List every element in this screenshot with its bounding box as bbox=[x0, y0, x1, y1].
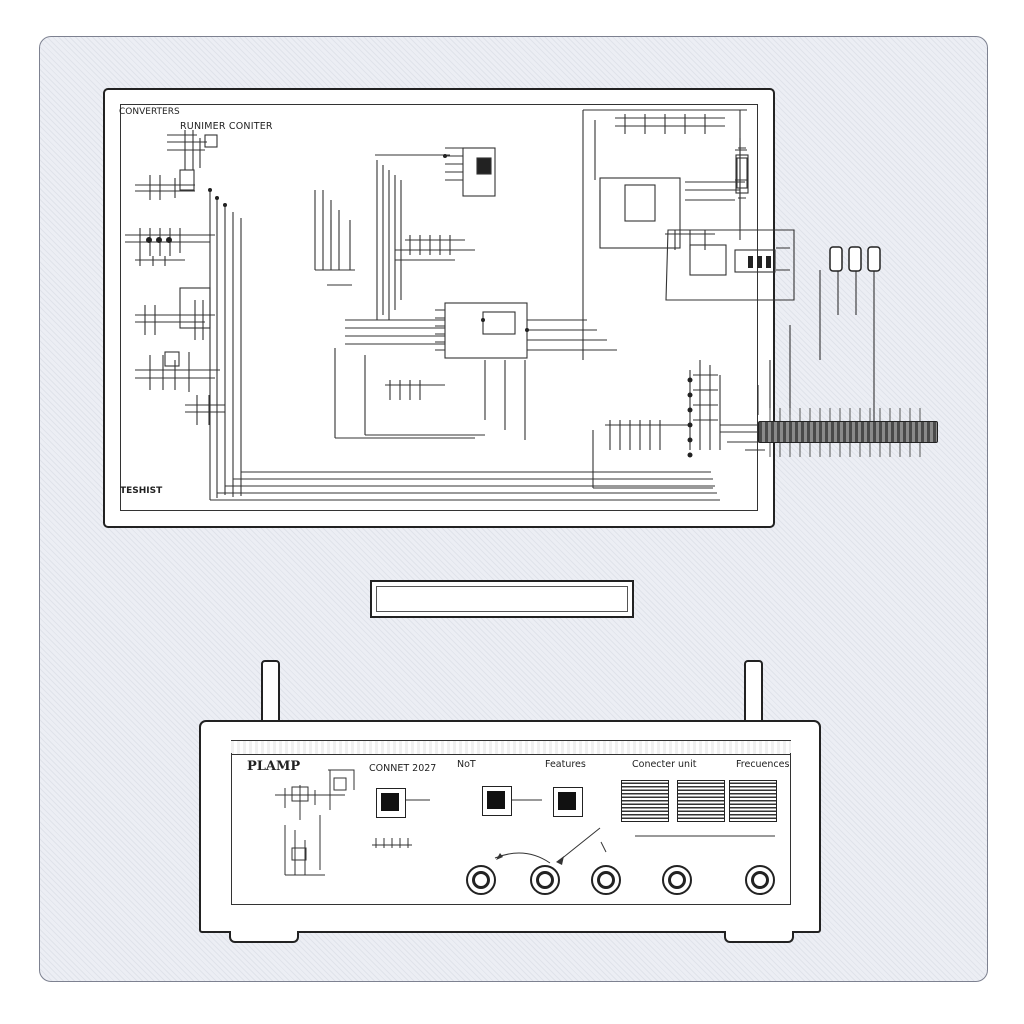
indicator-screen-b bbox=[482, 786, 512, 816]
control-knob-2[interactable] bbox=[530, 865, 560, 895]
vent-grille-2 bbox=[677, 780, 725, 822]
device-front-panel bbox=[231, 753, 791, 905]
left-component-block-1 bbox=[135, 130, 218, 200]
fuse-array bbox=[829, 246, 881, 272]
vent-grille-1 bbox=[621, 780, 669, 822]
schematic-wiring bbox=[125, 109, 765, 501]
device-logo: PLAMP bbox=[247, 759, 301, 774]
section-label-frequencies: Frecuences bbox=[736, 759, 790, 770]
circuit-schematic bbox=[103, 88, 775, 528]
indicator-screen-c bbox=[553, 787, 583, 817]
diagram-title: CONVERTERS bbox=[119, 107, 180, 117]
test-label: TESHIST bbox=[120, 486, 163, 496]
control-knob-3[interactable] bbox=[591, 865, 621, 895]
section-label-features: Features bbox=[545, 759, 586, 770]
control-knob-5[interactable] bbox=[745, 865, 775, 895]
converter-label: RUNIMER CONITER bbox=[180, 121, 273, 132]
vent-grille-3 bbox=[729, 780, 777, 822]
section-label-connect-unit: Conecter unit bbox=[632, 759, 697, 770]
device-foot-left bbox=[229, 931, 299, 943]
device-top-band bbox=[231, 740, 791, 755]
device-foot-right bbox=[724, 931, 794, 943]
amplifier-device bbox=[199, 720, 821, 933]
display-slot-inner bbox=[376, 586, 628, 612]
control-knob-1[interactable] bbox=[466, 865, 496, 895]
connector-strip bbox=[758, 421, 938, 443]
schematic-frame bbox=[120, 104, 758, 511]
control-knob-4[interactable] bbox=[662, 865, 692, 895]
indicator-screen-a bbox=[376, 788, 406, 818]
display-slot bbox=[370, 580, 634, 618]
section-label-not: NoT bbox=[457, 759, 476, 770]
section-label-connect: CONNET 2027 bbox=[369, 763, 437, 774]
left-component-block-4 bbox=[135, 351, 225, 425]
